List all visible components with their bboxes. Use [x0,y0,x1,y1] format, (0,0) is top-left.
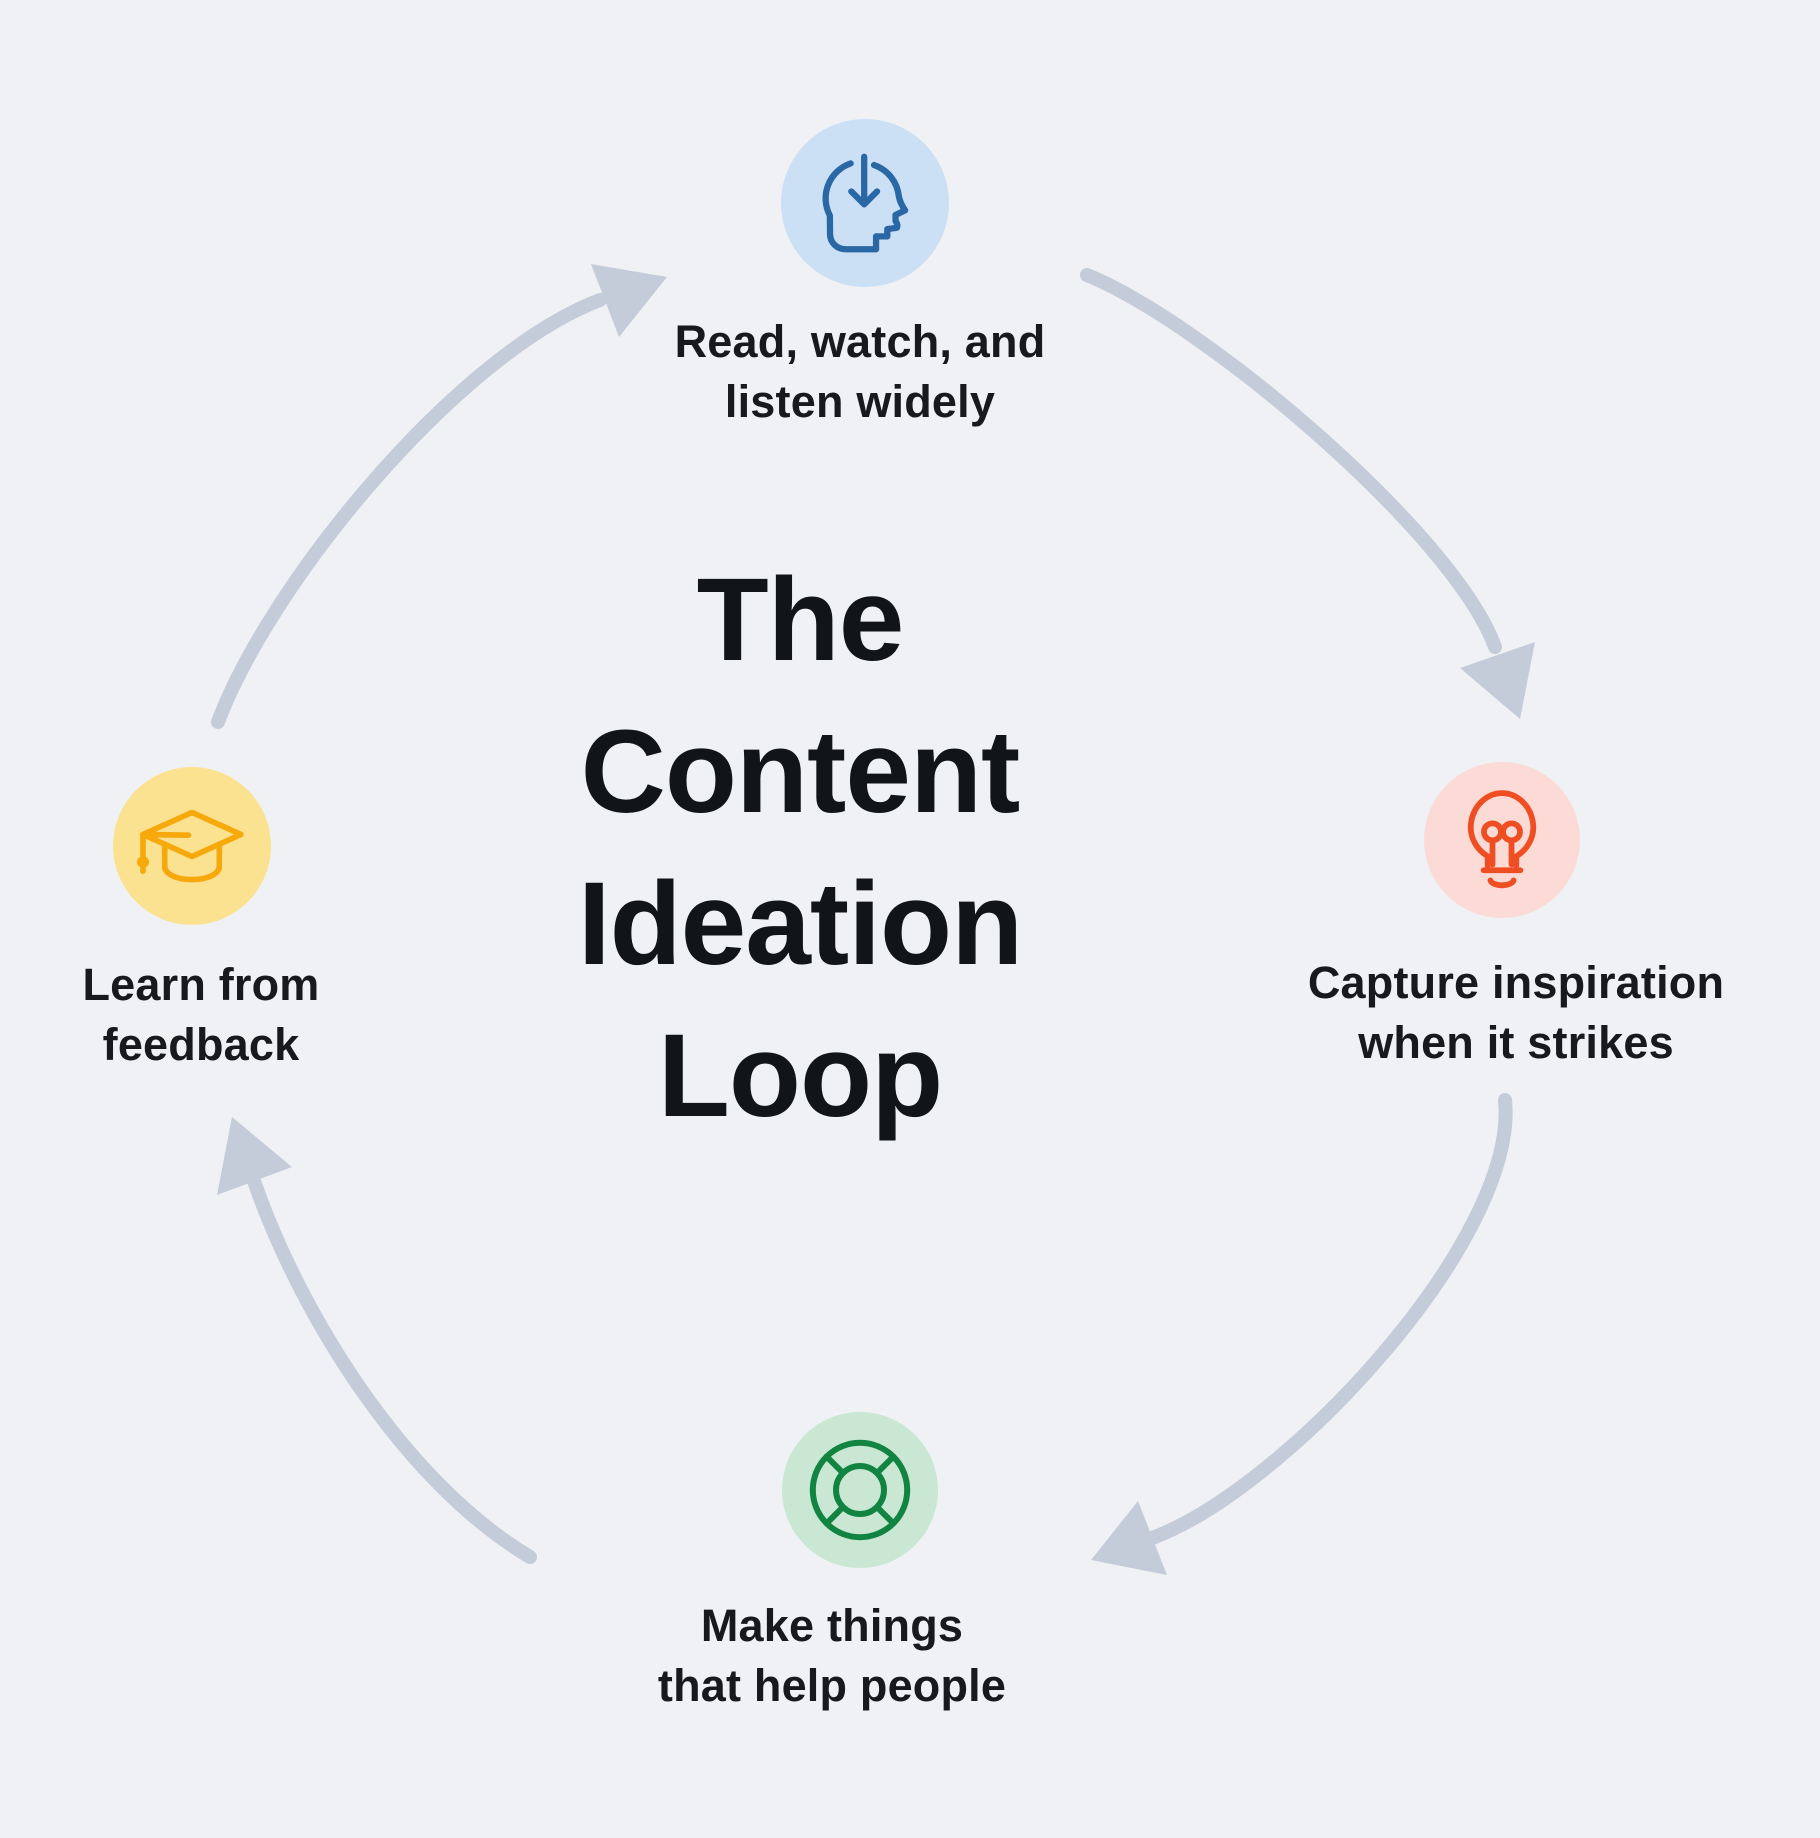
tassel-ball [137,856,149,869]
node-label-line: that help people [657,1660,1007,1711]
node-label-line: Learn from [82,959,320,1010]
arrowhead-capture-to-make [1091,1501,1167,1575]
graduation-cap-icon [137,809,244,883]
head-download-icon [822,153,909,253]
arc-consume-to-capture [1080,268,1502,654]
diagram-title-line: Ideation [577,858,1023,990]
diagram-title: The Content Ideation Loop [350,544,1250,1152]
diagram-title-line: Loop [657,1010,943,1142]
diagram-title-line: The [696,554,905,686]
lightbulb-icon [1467,790,1537,889]
diagram-title-line: Content [580,706,1021,838]
node-label-capture: Capture inspiration when it strikes [1196,953,1820,1073]
lifebuoy-icon [809,1439,911,1541]
node-circle-make [782,1412,938,1568]
arc-capture-to-make [1145,1093,1513,1545]
node-label-learn: Learn from feedback [0,955,481,1075]
node-label-make: Make things that help people [512,1596,1152,1716]
node-label-line: listen widely [724,376,996,427]
node-label-line: Read, watch, and [674,316,1046,367]
node-circle-capture [1424,762,1580,918]
node-label-line: Make things [700,1600,964,1651]
node-label-consume: Read, watch, and listen widely [560,312,1160,432]
node-label-line: when it strikes [1358,1017,1674,1068]
arc-make-to-learn [247,1174,537,1564]
arrowhead-learn-to-consume [591,264,667,337]
arc-learn-to-consume [211,293,607,729]
arrowhead-consume-to-capture [1460,642,1535,719]
arrowhead-make-to-learn [217,1117,292,1195]
node-circle-learn [113,767,271,925]
node-label-line: Capture inspiration [1307,957,1725,1008]
node-label-line: feedback [102,1019,300,1070]
